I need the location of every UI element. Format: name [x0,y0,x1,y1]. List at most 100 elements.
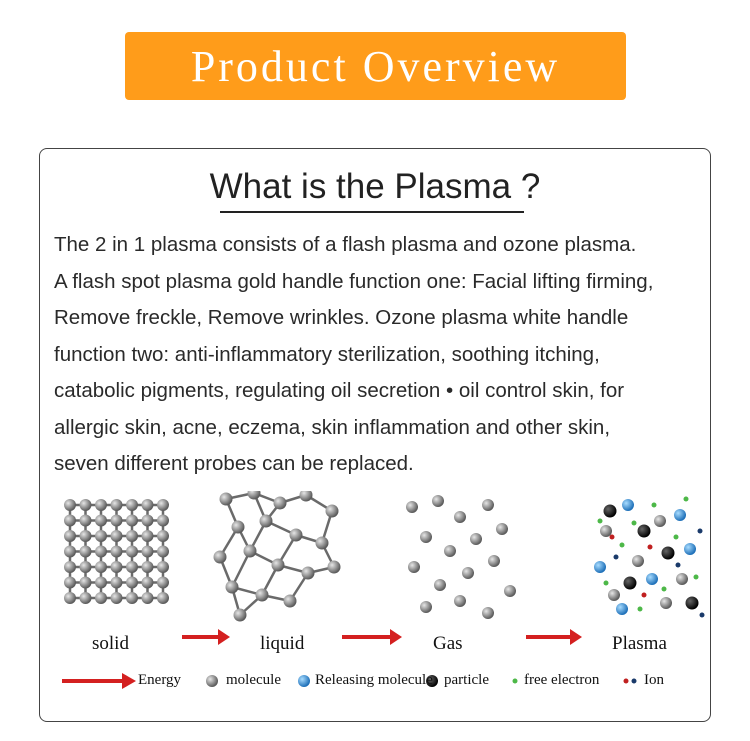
plasma-particles-icon [594,496,705,618]
molecule-dot [299,491,313,502]
molecule-dot [126,514,138,527]
molecule-dot [289,528,303,542]
molecule-dot [79,576,92,589]
molecule-dot [432,495,444,507]
molecule-dot [654,515,666,527]
molecule-dot [504,585,516,597]
ion-legend-label: Ion [644,672,664,688]
molecule-dot [64,545,76,558]
arrow-liquid-gas-icon [342,629,402,645]
molecule-dot [110,545,123,558]
molecule-dot [434,579,446,591]
particle-legend-label: particle [444,672,489,688]
molecule-dot [454,595,466,607]
releasing-molecule-dot [684,543,696,555]
molecule-dot [141,514,154,527]
free-electron-dot [683,496,689,502]
states-of-matter-diagram: solid liquid Gas Plasma Energy molecule … [40,491,712,721]
molecule-dot [259,514,273,528]
molecule-dot [110,592,123,604]
molecule-dot [110,576,123,589]
particle-dot [685,596,699,610]
free-electron-dot [619,542,625,548]
molecule-dot [79,592,92,604]
molecule-dot [420,601,432,613]
ion-dot [613,554,619,560]
molecule-dot [95,530,107,542]
card-heading: What is the Plasma ? [209,167,541,206]
molecule-dot [110,561,123,573]
molecule-dot [79,514,92,527]
molecule-dot [64,514,76,527]
molecule-dot [243,544,257,558]
molecule-dot [126,499,138,511]
molecule-dot [79,499,92,511]
molecule-dot [157,561,169,573]
molecule-dot [126,576,138,589]
molecule-dot [141,561,154,573]
free-electron-legend-icon [512,678,518,684]
heading-underline [220,211,524,213]
energy-arrow-icon [62,673,136,689]
molecule-dot [64,561,76,573]
molecule-dot [79,530,92,542]
molecule-dot [79,545,92,558]
molecule-dot [315,536,329,550]
molecule-dot [600,525,612,537]
molecule-dot [157,499,169,511]
description-line: The 2 in 1 plasma consists of a flash pl… [54,233,637,256]
releasing-molecule-dot [622,499,634,511]
releasing-molecule-dot [616,603,628,615]
molecule-dot [454,511,466,523]
molecule-dot [95,576,107,589]
molecule-dot [79,561,92,573]
molecule-dot [219,492,233,506]
particle-legend-icon [426,675,438,687]
ion-dot [675,562,681,568]
molecule-dot [95,545,107,558]
molecule-dot [157,592,169,604]
ion-dot [641,592,647,598]
liquid-label: liquid [260,633,305,654]
free-electron-dot [597,518,603,524]
molecule-dot [247,491,261,500]
molecule-dot [488,555,500,567]
description-line: A flash spot plasma gold handle function… [54,269,654,293]
description-line: catabolic pigments, regulating oil secre… [54,379,625,402]
ion-dot [699,612,705,618]
molecule-dot [325,504,339,518]
description-line: function two: anti-inflammatory steriliz… [54,342,600,366]
molecule-dot [482,607,494,619]
banner-title: Product Overview [190,41,561,91]
molecule-dot [271,558,285,572]
molecule-dot [233,608,247,622]
free-electron-dot [631,520,637,526]
molecule-dot [141,545,154,558]
releasing-molecule-dot [646,573,658,585]
description-line: allergic skin, acne, eczema, skin inflam… [54,415,611,439]
free-electron-dot [637,606,643,612]
states-illustration [62,491,705,689]
molecule-dot [420,531,432,543]
molecule-dot [95,514,107,527]
molecule-dot [126,561,138,573]
solid-label: solid [92,633,129,654]
molecule-dot [462,567,474,579]
molecule-dot [141,592,154,604]
molecule-dot [496,523,508,535]
molecule-dot [301,566,315,580]
molecule-dot [255,588,269,602]
molecule-legend-label: molecule [226,672,281,688]
releasing-molecule-dot [674,509,686,521]
molecule-dot [64,530,76,542]
solid-lattice-icon [64,499,169,604]
molecule-dot [157,530,169,542]
molecule-dot [95,561,107,573]
molecule-dot [64,499,76,511]
molecule-dot [110,530,123,542]
releasing-molecule-legend-label: Releasing molecule [315,672,433,688]
molecule-dot [64,592,76,604]
ion-legend-icon [623,678,629,684]
particle-dot [637,524,651,538]
description-line: seven different probes can be replaced. [54,452,414,475]
